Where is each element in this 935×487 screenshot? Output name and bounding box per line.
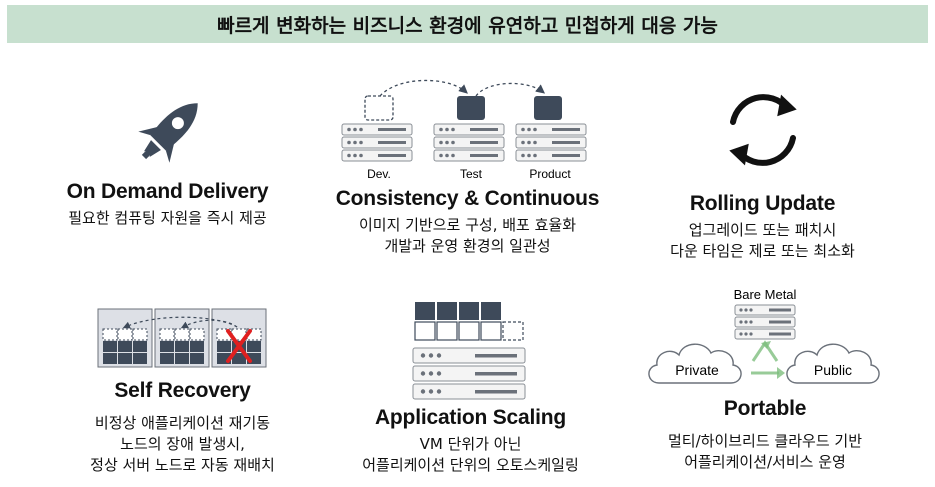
server-pipeline-icon: Dev. Test Product — [341, 79, 586, 181]
cloud-portability-icon: Bare Metal Private Public — [648, 287, 880, 384]
page-banner: 빠르게 변화하는 비즈니스 환경에 유연하고 민첩하게 대응 가능 — [7, 5, 928, 43]
feature-desc: 필요한 컴퓨팅 자원을 즉시 제공 — [68, 209, 267, 227]
failure-x-icon — [225, 329, 252, 363]
refresh-icon — [728, 94, 797, 166]
feature-consistency: Dev. Test Product Consistency & Continuo… — [320, 78, 615, 257]
feature-desc: 멀티/하이브리드 클라우드 기반 어플리케이션/서비스 운영 — [668, 432, 862, 471]
feature-title: Consistency & Continuous — [335, 187, 600, 210]
stage-label: Product — [529, 167, 571, 181]
feature-rolling-update: Rolling Update 업그레이드 또는 패치시 다운 타임은 제로 또는… — [630, 82, 895, 262]
feature-title: Application Scaling — [374, 406, 567, 429]
feature-desc: 이미지 기반으로 구성, 배포 효율화 개발과 운영 환경의 일관성 — [358, 216, 577, 255]
portable-label-top: Bare Metal — [734, 287, 797, 302]
feature-app-scaling: Application Scaling VM 단위가 아닌 어플리케이션 단위의… — [328, 300, 613, 476]
feature-portable: Bare Metal Private Public Portable 멀티/하이… — [640, 283, 890, 473]
feature-desc: 비정상 애플리케이션 재기동 노드의 장애 발생시, 정상 서버 노드로 자동 … — [90, 414, 275, 474]
scaling-icon — [412, 302, 525, 400]
feature-title: Portable — [723, 397, 807, 420]
feature-desc: VM 단위가 아닌 어플리케이션 단위의 오토스케일링 — [362, 435, 579, 474]
feature-title: Rolling Update — [689, 192, 836, 215]
feature-title: Self Recovery — [114, 379, 251, 402]
stage-label: Test — [459, 167, 482, 181]
node-recovery-icon — [97, 308, 266, 368]
stage-label: Dev. — [367, 167, 391, 181]
feature-title: On Demand Delivery — [66, 180, 269, 203]
portable-label-right: Public — [814, 362, 852, 378]
portable-label-left: Private — [675, 362, 719, 378]
feature-on-demand: On Demand Delivery 필요한 컴퓨팅 자원을 즉시 제공 — [40, 88, 295, 229]
rocket-icon — [137, 103, 198, 163]
feature-desc: 업그레이드 또는 패치시 다운 타임은 제로 또는 최소화 — [670, 221, 855, 260]
feature-self-recovery: Self Recovery 비정상 애플리케이션 재기동 노드의 장애 발생시,… — [60, 305, 305, 476]
